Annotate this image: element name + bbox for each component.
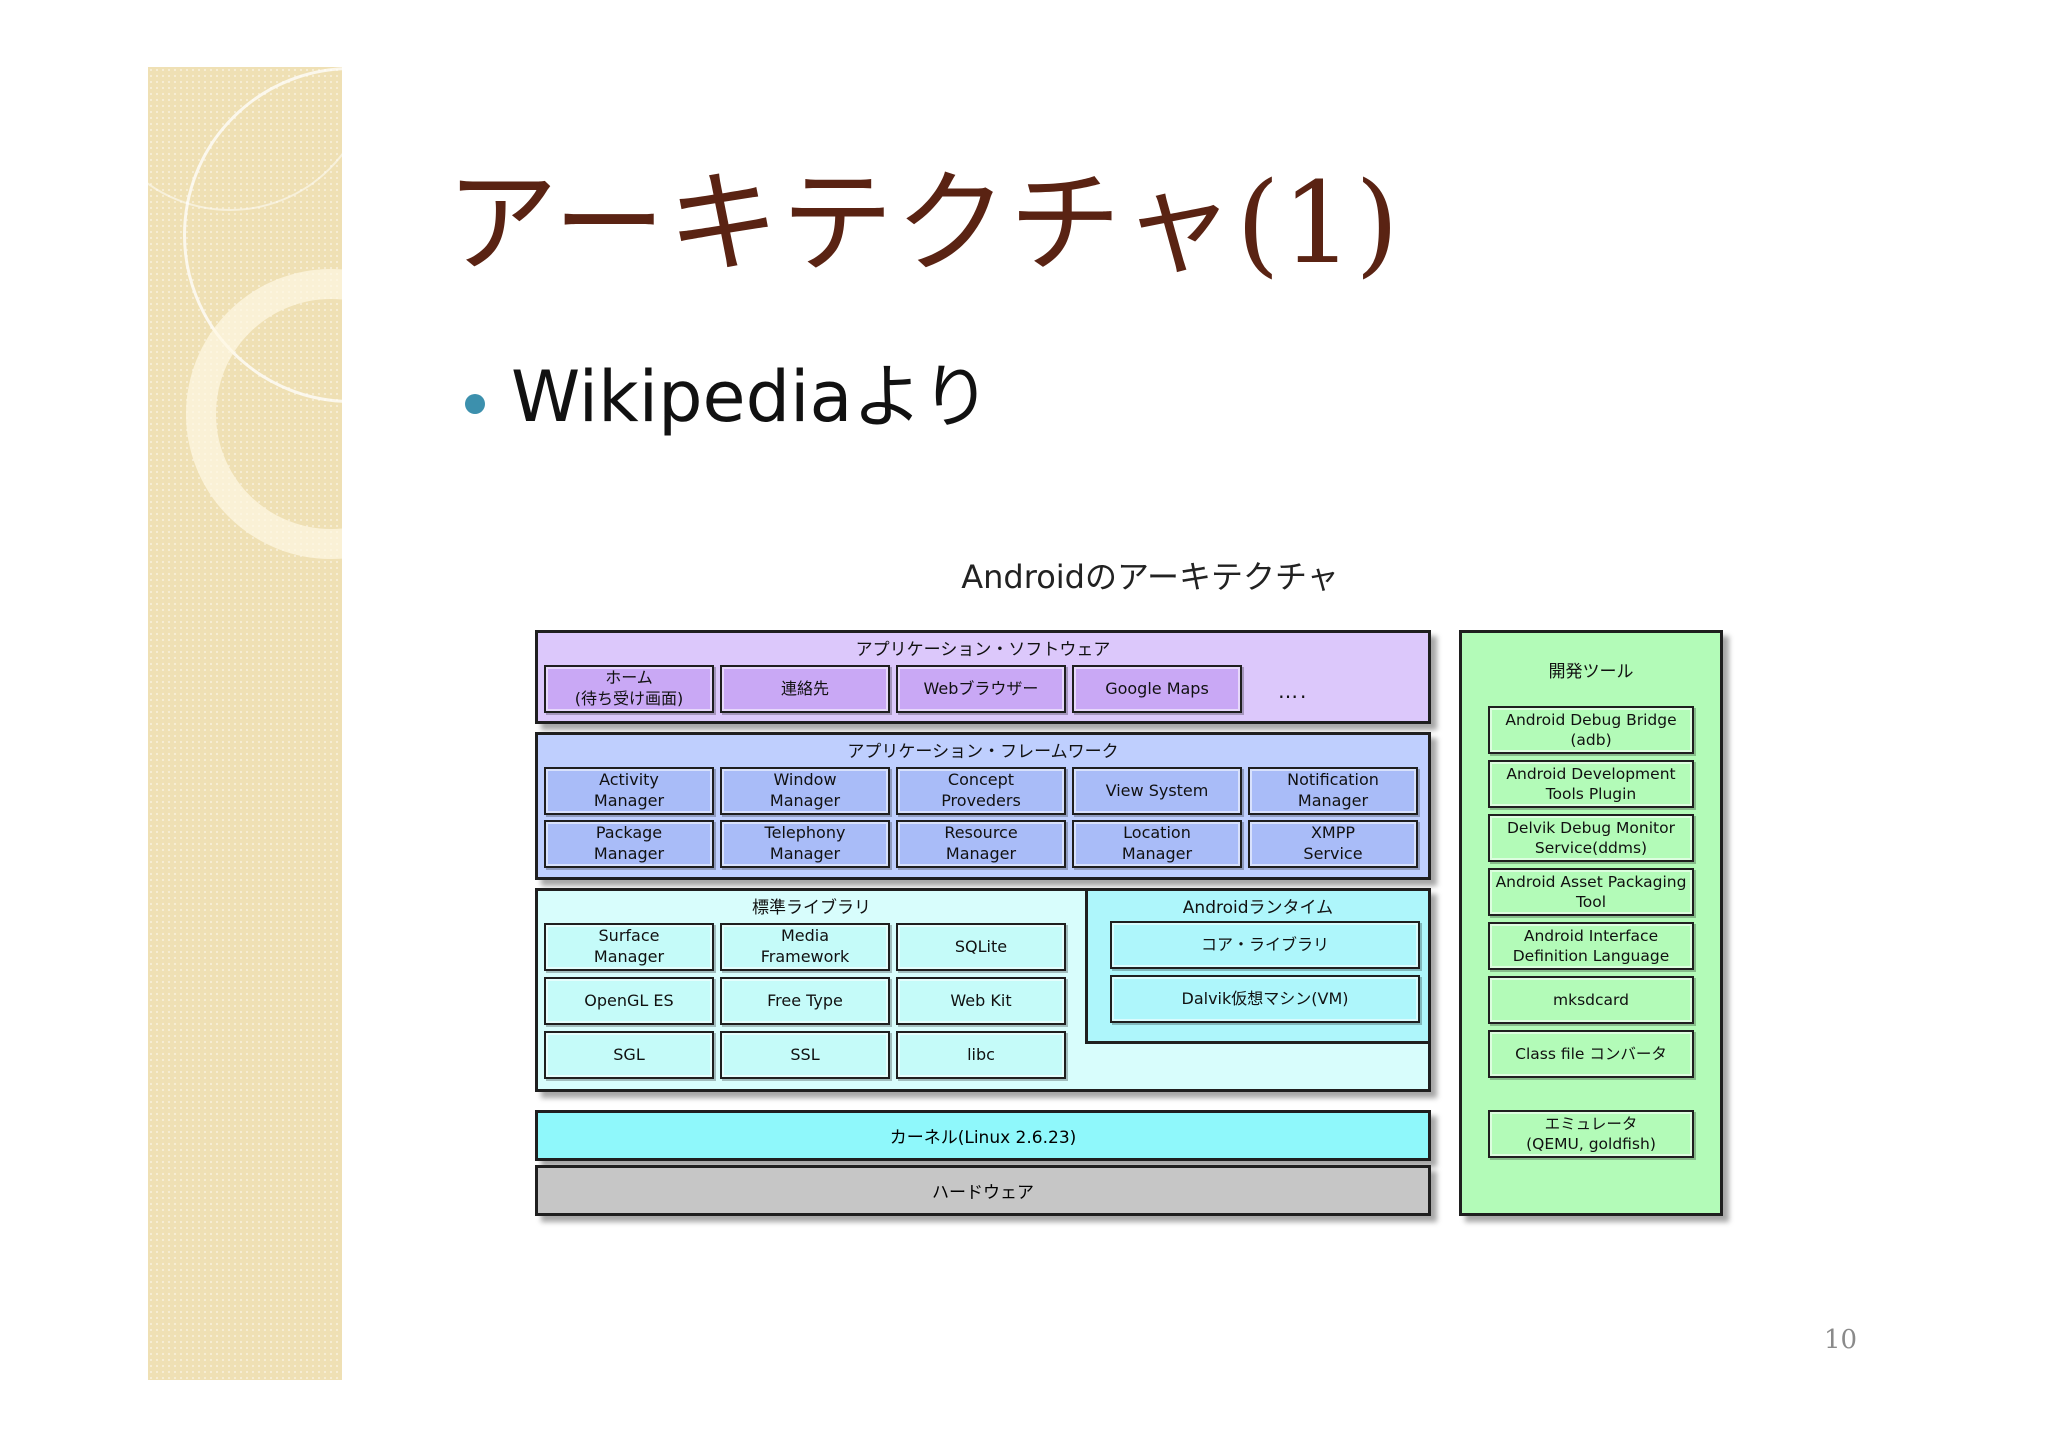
framework-item: Resource Manager — [896, 820, 1066, 868]
framework-item: Package Manager — [544, 820, 714, 868]
framework-item: View System — [1072, 767, 1242, 815]
dev-tool-item: Android Asset Packaging Tool — [1488, 868, 1694, 916]
library-item: Media Framework — [720, 923, 890, 971]
dev-tool-item: Android Interface Definition Language — [1488, 922, 1694, 970]
libraries-header: 標準ライブラリ — [752, 898, 871, 918]
framework-item: Concept Proveders — [896, 767, 1066, 815]
library-item: SQLite — [896, 923, 1066, 971]
decorative-side-strip — [148, 67, 342, 1380]
dev-tool-item: Delvik Debug Monitor Service(ddms) — [1488, 814, 1694, 862]
runtime-panel: Androidランタイム コア・ライブラリ Dalvik仮想マシン(VM) — [1085, 891, 1428, 1044]
slide-title: アーキテクチャ(1) — [446, 159, 1401, 289]
dev-tool-item: Android Development Tools Plugin — [1488, 760, 1694, 808]
applications-header: アプリケーション・ソフトウェア — [855, 640, 1111, 660]
diagram-title: Androidのアーキテクチャ — [961, 558, 1339, 596]
library-item: SGL — [544, 1031, 714, 1079]
dev-tool-item: mksdcard — [1488, 976, 1694, 1024]
framework-item: Window Manager — [720, 767, 890, 815]
framework-item: Activity Manager — [544, 767, 714, 815]
library-item: Free Type — [720, 977, 890, 1025]
dev-tool-item: Android Debug Bridge (adb) — [1488, 706, 1694, 754]
app-web-browser: Webブラウザー — [896, 665, 1066, 713]
runtime-core-library: コア・ライブラリ — [1110, 921, 1420, 969]
library-item: OpenGL ES — [544, 977, 714, 1025]
hardware-layer: ハードウェア — [535, 1165, 1431, 1216]
kernel-layer: カーネル(Linux 2.6.23) — [535, 1110, 1431, 1161]
framework-item: Telephony Manager — [720, 820, 890, 868]
dev-tools-panel: 開発ツール Android Debug Bridge (adb) Android… — [1459, 630, 1723, 1216]
applications-ellipsis: …. — [1278, 679, 1309, 703]
app-google-maps: Google Maps — [1072, 665, 1242, 713]
framework-layer: アプリケーション・フレームワーク Activity Manager Window… — [535, 732, 1431, 880]
library-item: Web Kit — [896, 977, 1066, 1025]
framework-item: Location Manager — [1072, 820, 1242, 868]
app-home: ホーム (待ち受け画面) — [544, 665, 714, 713]
framework-header: アプリケーション・フレームワーク — [847, 742, 1119, 762]
dev-tool-item: Class file コンバータ — [1488, 1030, 1694, 1078]
framework-item: Notification Manager — [1248, 767, 1418, 815]
applications-layer: アプリケーション・ソフトウェア ホーム (待ち受け画面) 連絡先 Webブラウザ… — [535, 630, 1431, 724]
library-item: Surface Manager — [544, 923, 714, 971]
bullet-icon — [465, 394, 485, 414]
runtime-dalvik-vm: Dalvik仮想マシン(VM) — [1110, 975, 1420, 1023]
runtime-header: Androidランタイム — [1182, 898, 1334, 918]
page-number: 10 — [1824, 1325, 1858, 1355]
dev-tools-header: 開発ツール — [1548, 662, 1634, 682]
library-item: libc — [896, 1031, 1066, 1079]
app-contacts: 連絡先 — [720, 665, 890, 713]
framework-item: XMPP Service — [1248, 820, 1418, 868]
dev-tool-item: エミュレータ (QEMU, goldfish) — [1488, 1110, 1694, 1158]
libraries-layer: 標準ライブラリ Surface Manager Media Framework … — [535, 888, 1431, 1092]
library-item: SSL — [720, 1031, 890, 1079]
bullet-text: Wikipediaより — [511, 356, 991, 438]
